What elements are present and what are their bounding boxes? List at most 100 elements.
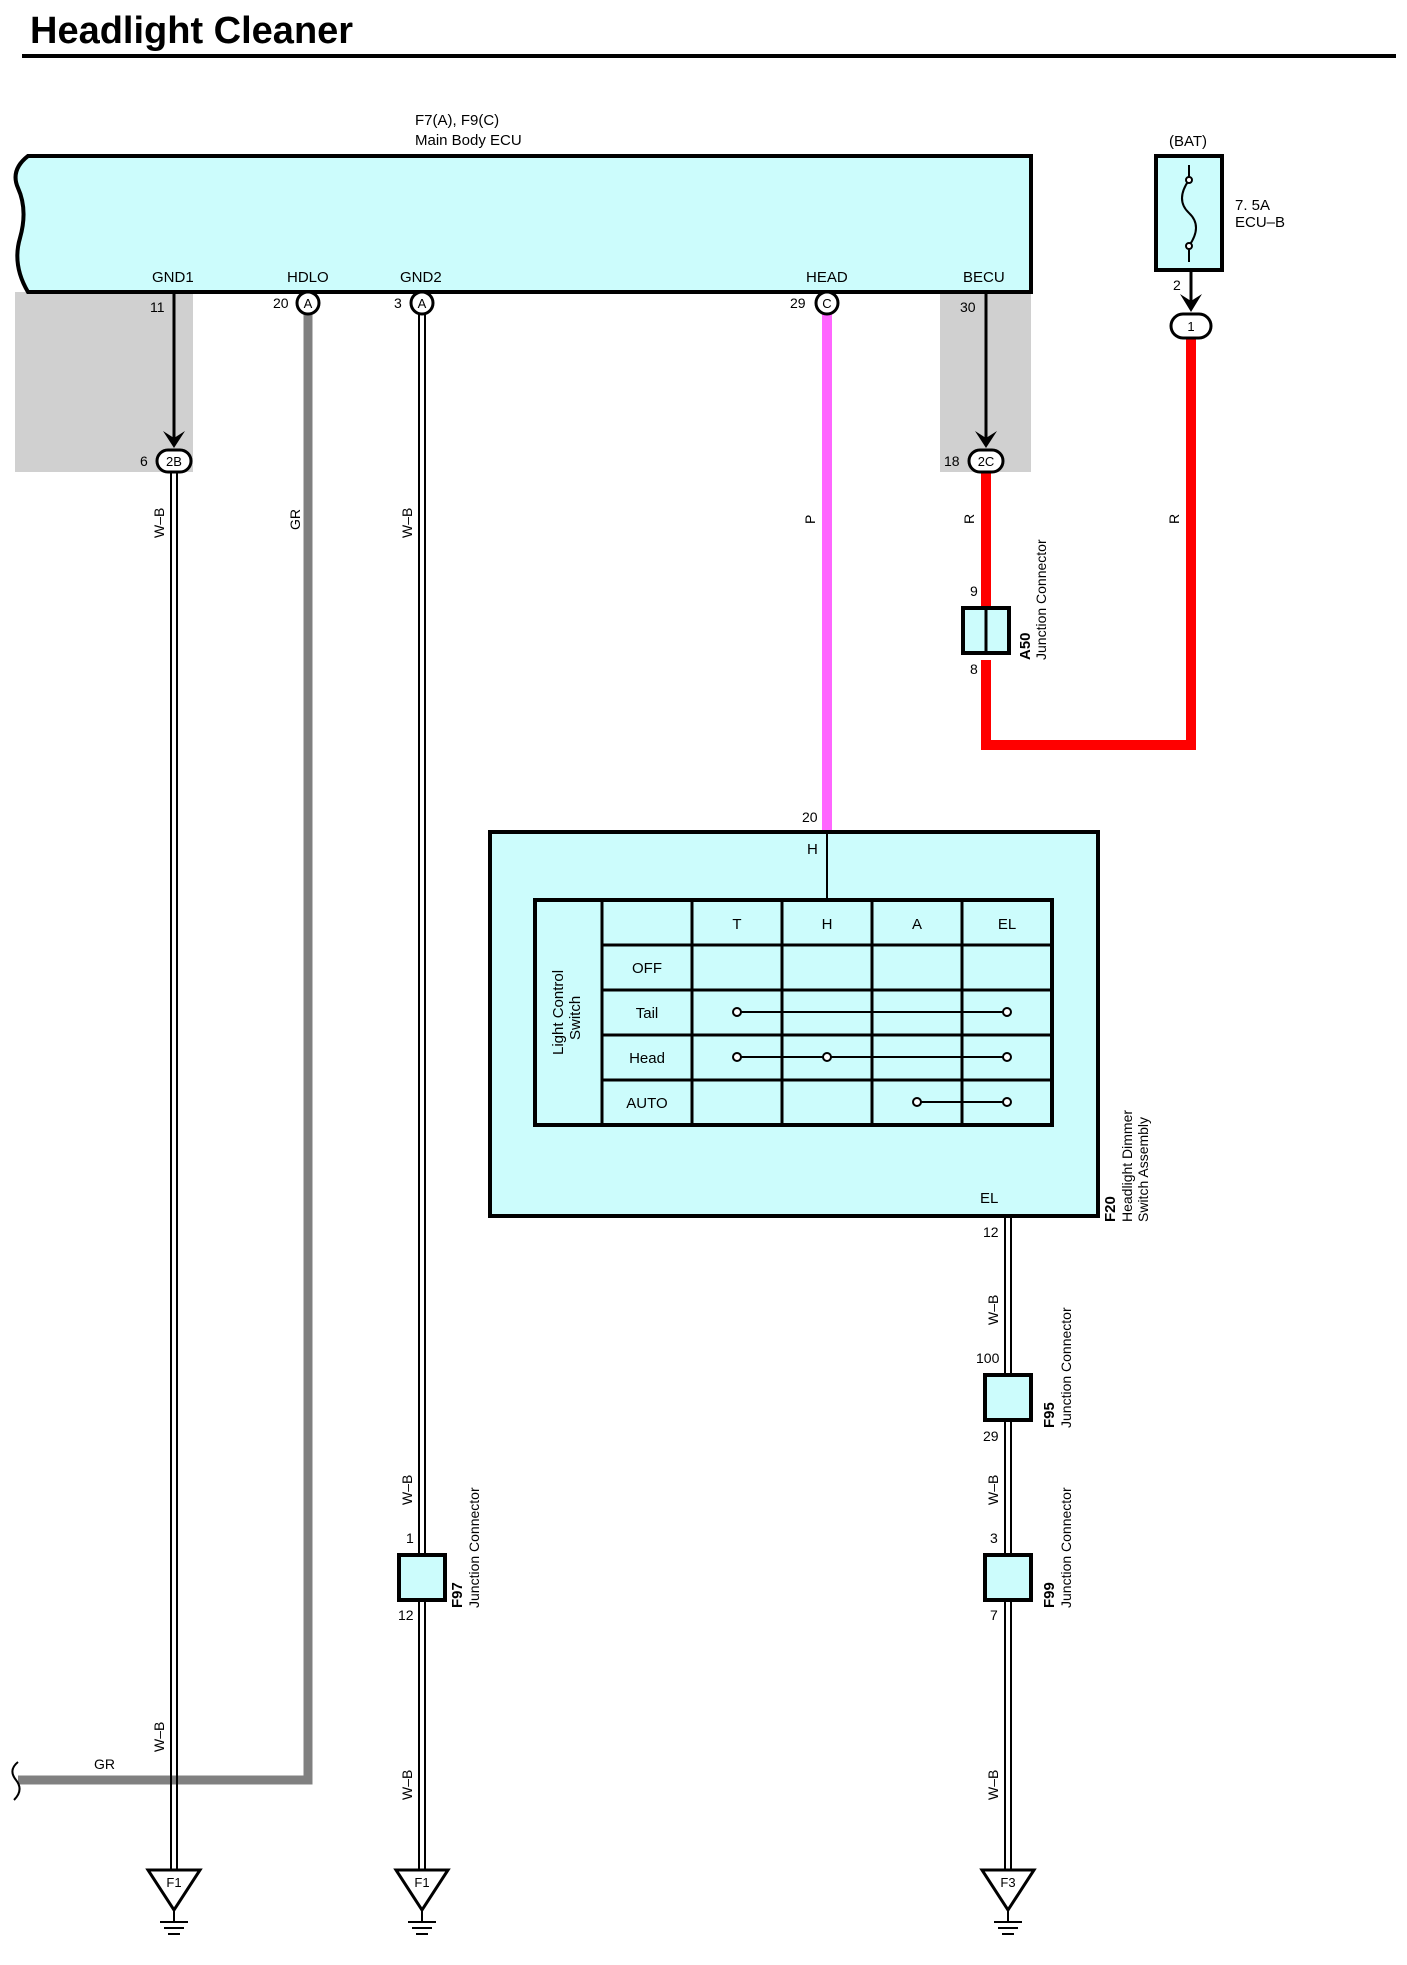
a50-label-text: Junction Connector xyxy=(1033,539,1049,660)
switch-label-group: Switch xyxy=(567,996,584,1040)
wire-label-group: GR xyxy=(287,509,303,530)
wire-label-wb: W–B xyxy=(151,1722,167,1752)
fuse-source: (BAT) xyxy=(1169,133,1207,150)
ground-triangle-icon xyxy=(979,1868,1037,1913)
f95-label-group: F95 xyxy=(1041,1402,1058,1428)
f99-pin-bottom: 7 xyxy=(990,1607,998,1623)
ground-f3: F3 xyxy=(979,1868,1037,1935)
ecu-name-label: Main Body ECU xyxy=(415,132,522,149)
wire-label-gr: GR xyxy=(287,509,303,530)
a50-pin-bottom: 8 xyxy=(970,661,978,677)
connector-a-hdlo xyxy=(295,290,321,316)
wire-label-group: P xyxy=(802,515,818,524)
continuity-dot xyxy=(1002,1007,1012,1017)
junction-2c xyxy=(967,448,1005,474)
switch-label-group: Light Control xyxy=(550,970,567,1055)
table-col-header: T xyxy=(732,916,741,933)
wire-label-wb: W–B xyxy=(399,508,415,538)
f20-pin-el-num: 12 xyxy=(983,1224,999,1240)
f99-id: F99 xyxy=(1041,1582,1058,1608)
wire-label-wb: W–B xyxy=(399,1475,415,1505)
arrow-down-icon xyxy=(1180,294,1202,312)
ground-f1-left: F1 xyxy=(145,1868,203,1935)
f97-label: Junction Connector xyxy=(466,1487,482,1608)
table-col-header: A xyxy=(912,916,922,933)
table-col-header: EL xyxy=(998,916,1016,933)
switch-label-2: Switch xyxy=(567,996,584,1040)
table-row-label: OFF xyxy=(632,960,662,977)
pin-becu: 30 xyxy=(960,299,976,315)
pin-gnd1: 11 xyxy=(150,299,165,315)
f95-pin-bottom: 29 xyxy=(983,1428,999,1444)
wire-label-wb: W–B xyxy=(151,508,167,538)
f20-pin-h-num: 20 xyxy=(802,809,818,825)
junction-2b-label: 2B xyxy=(166,454,182,469)
f20-pin-el: EL xyxy=(980,1190,998,1207)
table-row-label: AUTO xyxy=(626,1095,667,1112)
fuse-pin: 2 xyxy=(1173,277,1181,293)
wire-label-wb: W–B xyxy=(985,1770,1001,1800)
table-col-header: H xyxy=(822,916,833,933)
wire-label-group: W–B xyxy=(399,508,415,538)
f97-connector xyxy=(397,1553,447,1602)
a50-label-group: Junction Connector xyxy=(1033,539,1049,660)
junction-2b-pin: 6 xyxy=(140,453,148,469)
continuity-dot xyxy=(732,1052,742,1062)
fuse-icon xyxy=(1181,179,1197,247)
wire-label-group: W–B xyxy=(399,1475,415,1505)
terminal-gnd2: GND2 xyxy=(400,269,442,286)
wire-label-group: W–B xyxy=(151,508,167,538)
ground-triangle-icon xyxy=(145,1868,203,1913)
f20-label-2: Switch Assembly xyxy=(1135,1117,1151,1222)
pin-gnd2: 3 xyxy=(394,295,402,311)
continuity-dot xyxy=(1002,1097,1012,1107)
wire-label-group: W–B xyxy=(399,1770,415,1800)
junction-1 xyxy=(1169,312,1213,340)
f99-connector xyxy=(983,1553,1033,1602)
junction-2c-pin: 18 xyxy=(944,453,960,469)
pin-hdlo: 20 xyxy=(273,295,289,311)
main-body-ecu-box xyxy=(13,154,1033,294)
f20-label-group: Headlight Dimmer xyxy=(1119,1110,1135,1222)
terminal-gnd1: GND1 xyxy=(152,269,194,286)
wire-label-gr-horizontal: GR xyxy=(94,1756,115,1772)
f99-label: Junction Connector xyxy=(1058,1487,1074,1608)
f97-label-group: F97 xyxy=(449,1582,466,1608)
wire-label-group: W–B xyxy=(151,1722,167,1752)
connector-c-head-label: C xyxy=(822,296,831,311)
continuity-dot xyxy=(822,1052,832,1062)
f95-pin-top: 100 xyxy=(976,1350,1000,1366)
a50-id: A50 xyxy=(1017,632,1034,660)
ground-label: F1 xyxy=(414,1875,429,1890)
continuity-dot xyxy=(732,1007,742,1017)
connector-a-gnd2-label: A xyxy=(418,296,427,311)
a50-label: Junction Connector xyxy=(1033,539,1049,660)
f20-pin-h: H xyxy=(807,841,818,858)
f95-label: Junction Connector xyxy=(1058,1307,1074,1428)
f97-pin-top: 1 xyxy=(406,1530,414,1546)
continuity-dot xyxy=(1002,1052,1012,1062)
connector-c-head xyxy=(814,290,840,316)
pin-head: 29 xyxy=(790,295,806,311)
wire-label-wb: W–B xyxy=(399,1770,415,1800)
fuse-terminal-icon xyxy=(1185,176,1193,184)
f95-connector xyxy=(983,1373,1033,1422)
f20-label-1: Headlight Dimmer xyxy=(1119,1110,1135,1222)
f95-id: F95 xyxy=(1041,1402,1058,1428)
f97-id: F97 xyxy=(449,1582,466,1608)
wire-label-group: W–B xyxy=(985,1475,1001,1505)
table-row-label: Head xyxy=(629,1050,665,1067)
connector-a-gnd2 xyxy=(409,290,435,316)
f99-label-group: Junction Connector xyxy=(1058,1487,1074,1608)
shade-region-left xyxy=(15,292,193,472)
wire-r-fuse xyxy=(981,338,1196,750)
fuse-rating: 7. 5A xyxy=(1235,197,1270,214)
f20-id: F20 xyxy=(1102,1196,1119,1222)
terminal-head: HEAD xyxy=(806,269,848,286)
ground-f1-middle: F1 xyxy=(393,1868,451,1935)
arrow-down-icon xyxy=(163,431,185,448)
junction-1-label: 1 xyxy=(1187,319,1194,334)
f20-label-group: F20 xyxy=(1102,1196,1119,1222)
